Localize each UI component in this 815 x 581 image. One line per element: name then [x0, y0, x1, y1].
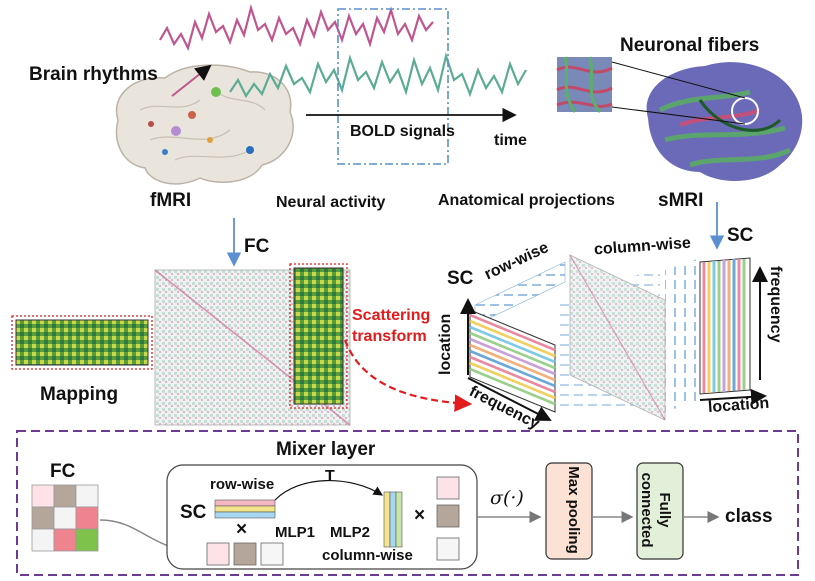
anatomical-projections-label: Anatomical projections [438, 192, 615, 209]
max-pooling-label: Max pooling [565, 466, 582, 554]
row-wise-vectors [214, 499, 276, 519]
fully-connected-box [636, 462, 684, 560]
fully-connected-label: Fully connected [638, 472, 673, 548]
mlp2-label: MLP2 [330, 524, 371, 541]
multiply-sign-1: × [236, 519, 248, 540]
transpose-arrow [274, 480, 384, 501]
neural-activity-label: Neural activity [276, 194, 386, 211]
neuronal-fibers-label: Neuronal fibers [620, 35, 760, 56]
scattering-label-line2: transform [352, 328, 427, 345]
column-wise-mixer-label: column-wise [322, 547, 413, 564]
frequency-right-axis-label: frequency [767, 266, 784, 343]
mixer-pipeline-frame [16, 430, 799, 576]
mapping-heatmap-horizontal-frame [11, 315, 153, 370]
brain-to-signal-arrow [171, 64, 212, 97]
fiber-zoom-inset [556, 56, 746, 125]
multiply-sign-2: × [414, 505, 426, 526]
sc-top-label: SC [727, 225, 754, 246]
max-pooling-box [545, 462, 593, 560]
mixer-layer-title: Mixer layer [276, 439, 376, 460]
teal-signal-trace [229, 51, 527, 99]
scattering-cube [460, 254, 768, 421]
fc-label: FC [244, 236, 270, 257]
bold-signals-label: BOLD signals [350, 123, 455, 140]
column-wise-vectors [383, 491, 403, 548]
sc-mixer-label: SC [180, 502, 207, 523]
location-axis-label: location [437, 313, 454, 375]
fmri-brain-illustration [115, 64, 294, 185]
mapping-heatmap-vertical [293, 267, 344, 405]
fmri-label: fMRI [150, 190, 192, 211]
scattering-label-line1: Scattering [352, 307, 431, 324]
bold-signals-box [337, 8, 449, 165]
scattering-transform-arrow [343, 339, 473, 412]
sc-cube-label: SC [447, 268, 474, 289]
mlp1-weights [206, 542, 284, 566]
mlp1-label: MLP1 [275, 524, 316, 541]
fc-grid [31, 484, 99, 552]
brain-rhythms-label: Brain rhythms [29, 64, 158, 85]
sigma-label: σ(·) [490, 487, 524, 509]
row-wise-mixer-label: row-wise [210, 476, 275, 493]
mapping-label: Mapping [40, 384, 119, 405]
class-label: class [725, 506, 773, 527]
time-label: time [494, 132, 527, 149]
mapping-heatmap-vertical-frame [289, 263, 348, 409]
smri-label: sMRI [658, 190, 704, 211]
mapping-heatmap-horizontal [15, 319, 149, 366]
pink-signal-trace [159, 4, 434, 52]
mlp2-weights [436, 476, 460, 561]
fc-grid-label: FC [50, 461, 76, 482]
transpose-label: T [325, 468, 335, 485]
